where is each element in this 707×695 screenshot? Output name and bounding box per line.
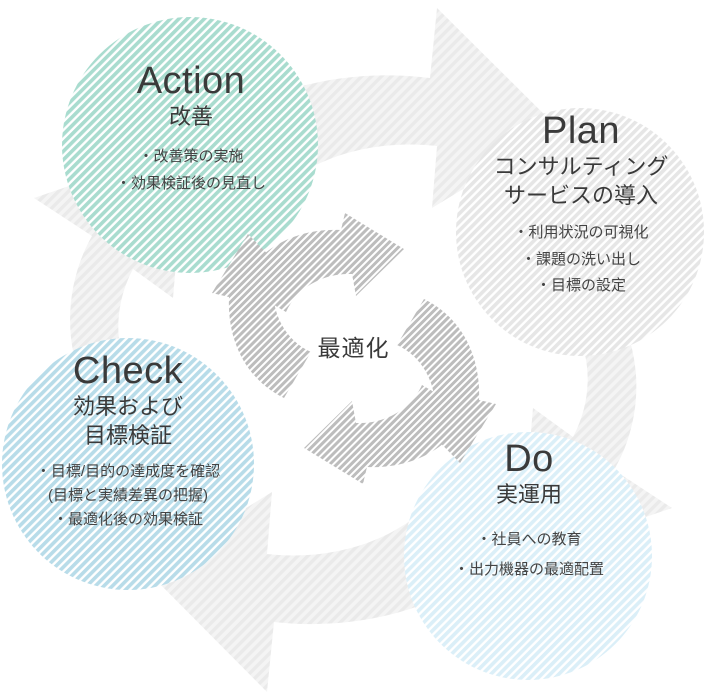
center-label: 最適化 <box>317 335 390 361</box>
node-action-title: Action <box>136 60 246 102</box>
node-plan: Plan コンサルティング サービスの導入 ・利用状況の可視化 ・課題の洗い出し… <box>456 110 706 300</box>
circle-do <box>404 432 652 680</box>
node-check-item-0: ・目標/目的の達成度を確認 <box>35 462 221 480</box>
cycle-arrow-left <box>212 234 311 398</box>
node-do-item-0: ・社員への教育 <box>476 530 582 548</box>
node-action-item-0: ・改善策の実施 <box>138 147 244 165</box>
node-check-items: ・目標/目的の達成度を確認 (目標と実績差異の把握) ・最適化後の効果検証 <box>36 460 220 532</box>
cycle-arrow-bottom <box>304 385 468 484</box>
node-plan-item-0: ・利用状況の可視化 <box>513 223 649 241</box>
node-action-item-1: ・効果検証後の見直し <box>115 174 266 192</box>
node-plan-items: ・利用状況の可視化 ・課題の洗い出し ・目標の設定 <box>513 220 648 300</box>
node-check-item-2: ・最適化後の効果検証 <box>52 510 203 528</box>
node-check-item-1: (目標と実績差異の把握) <box>47 486 208 504</box>
circle-action <box>62 17 318 273</box>
node-plan-subtitle-line2: サービスの導入 <box>503 182 658 208</box>
node-do: Do 実運用 ・社員への教育 ・出力機器の最適配置 <box>404 438 654 585</box>
node-check-title: Check <box>72 350 184 392</box>
node-action-items: ・改善策の実施 ・効果検証後の見直し <box>116 144 266 197</box>
node-do-title: Do <box>504 438 554 480</box>
node-action: Action 改善 ・改善策の実施 ・効果検証後の見直し <box>62 60 320 197</box>
node-check-subtitle-line1: 効果および <box>72 393 183 419</box>
node-check-subtitle-line2: 目標検証 <box>83 422 172 448</box>
node-plan-subtitle-line1: コンサルティング <box>493 153 669 179</box>
node-plan-item-1: ・課題の洗い出し <box>520 250 641 268</box>
cycle-arrow-top <box>240 213 404 312</box>
node-do-item-1: ・出力機器の最適配置 <box>453 560 604 578</box>
node-check: Check 効果および 目標検証 ・目標/目的の達成度を確認 (目標と実績差異の… <box>2 350 254 532</box>
node-plan-item-2: ・目標の設定 <box>535 277 626 295</box>
circle-check <box>2 338 254 590</box>
node-do-items: ・社員への教育 ・出力機器の最適配置 <box>454 525 604 585</box>
node-do-subtitle: 実運用 <box>495 481 562 507</box>
circle-plan <box>456 108 704 356</box>
node-plan-title: Plan <box>541 110 621 152</box>
node-action-subtitle: 改善 <box>168 103 213 129</box>
